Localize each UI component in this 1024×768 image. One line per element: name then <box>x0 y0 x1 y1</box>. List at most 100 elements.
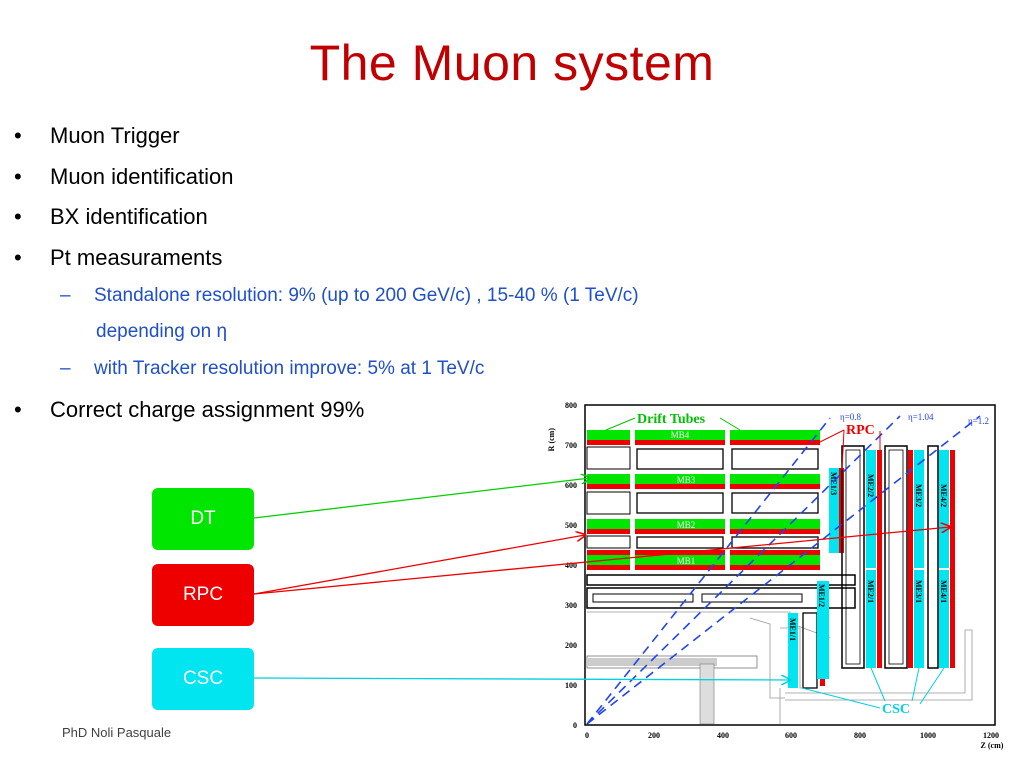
y-tick-label: 500 <box>565 521 577 530</box>
rpc-chamber <box>635 440 725 445</box>
rpc-chamber <box>730 565 820 570</box>
dt-chamber <box>587 519 630 529</box>
csc-chamber-me13 <box>829 468 839 553</box>
yoke-block <box>636 448 724 470</box>
mb2-label: MB2 <box>677 520 696 530</box>
dt-chamber <box>635 519 725 529</box>
yoke-disk <box>927 445 939 669</box>
pointer-line <box>870 667 886 702</box>
bullet-dot: • <box>14 245 22 270</box>
x-tick-label: 200 <box>648 731 660 740</box>
endcap-chamber-labels: ME1/3 ME2/2 ME3/2 ME4/2 ME1/2 ME1/1 ME2/… <box>788 472 948 641</box>
bullet-dot: • <box>14 164 22 189</box>
rpc-connector-arrow <box>253 535 585 595</box>
rpc-chamber <box>587 484 630 489</box>
muon-detector-quadrant-figure: R (cm) 800 700 600 500 400 300 200 100 0… <box>547 401 1004 750</box>
rpc-chamber <box>730 529 820 534</box>
yoke-block <box>586 535 631 549</box>
bullet-item: • Correct charge assignment 99% <box>14 397 364 423</box>
x-axis-ticks: 0 200 400 600 800 1000 1200 <box>585 731 999 740</box>
x-tick-label: 1200 <box>983 731 999 740</box>
yoke-block <box>731 492 819 514</box>
hcal-outline <box>749 617 785 699</box>
rpc-figure-label: RPC <box>846 423 875 438</box>
solenoid-outline <box>586 587 856 609</box>
slide-title: The Muon system <box>309 35 715 91</box>
mb1-label: MB1 <box>677 556 696 566</box>
rpc-chamber <box>635 565 725 570</box>
eta-line <box>586 415 981 725</box>
drift-tubes-label: Drift Tubes <box>637 412 706 427</box>
csc-chamber-me41 <box>939 570 949 668</box>
rpc-chamber <box>730 550 820 555</box>
dt-chamber <box>635 430 725 440</box>
dt-chamber <box>587 474 630 484</box>
rpc-chamber <box>635 529 725 534</box>
me12-label: ME1/2 <box>817 584 826 607</box>
csc-chamber-me42 <box>939 450 949 568</box>
y-axis-label: R (cm) <box>547 428 556 452</box>
eta-line <box>586 417 831 725</box>
yoke-block <box>636 492 724 514</box>
y-tick-label: 400 <box>565 561 577 570</box>
mb2-station: MB2 <box>587 519 820 534</box>
bullet-dot: • <box>14 123 22 148</box>
dt-chamber <box>635 474 725 484</box>
csc-chamber-me32 <box>914 450 924 568</box>
me21-label: ME2/1 <box>866 580 875 603</box>
x-tick-label: 600 <box>785 731 797 740</box>
rpc-chamber <box>730 440 820 445</box>
bullet-item: •Muon identification <box>14 164 233 190</box>
mb4-station: MB4 <box>587 430 820 445</box>
rpc-chamber <box>587 529 630 534</box>
pointer-line <box>605 417 636 431</box>
bullet-text: Correct charge assignment 99% <box>50 397 365 422</box>
drift-tubes-pointers <box>605 417 741 431</box>
rpc-pointers <box>817 429 881 471</box>
sub-bullet-continuation: depending on η <box>96 321 228 342</box>
dt-connector-arrow <box>253 478 590 519</box>
eta-12-label: η=1.2 <box>968 416 989 426</box>
dt-chamber <box>730 430 820 440</box>
bullet-item: •Pt measuraments <box>14 245 222 271</box>
dt-chamber <box>587 430 630 440</box>
x-tick-label: 400 <box>717 731 729 740</box>
yoke-disk-inner <box>845 449 861 665</box>
endcap-calorimeter <box>699 663 715 725</box>
bullet-dot: • <box>14 397 22 422</box>
csc-chamber-me22 <box>866 450 876 568</box>
csc-connector-arrow <box>253 678 790 680</box>
bullet-item: • Muon Trigger <box>14 123 180 149</box>
me41-label: ME4/1 <box>939 580 948 603</box>
coil-outline <box>586 574 856 586</box>
rpc-endcap <box>950 450 955 668</box>
solenoid-inner <box>592 593 694 603</box>
rpc-connector-arrow <box>253 527 950 595</box>
me13-label: ME1/3 <box>829 472 838 495</box>
y-axis-ticks: 800 700 600 500 400 300 200 100 0 <box>565 401 577 730</box>
me32-label: ME3/2 <box>914 484 923 507</box>
me22-label: ME2/2 <box>866 474 875 497</box>
rpc-chamber <box>587 550 630 555</box>
dt-chamber <box>730 474 820 484</box>
dt-label-box: DT <box>152 488 254 550</box>
x-tick-label: 0 <box>585 731 589 740</box>
yoke-disk-inner <box>888 449 904 665</box>
rpc-chamber <box>587 565 630 570</box>
dt-chamber <box>635 555 725 565</box>
rpc-endcap <box>877 450 882 668</box>
tracker-region <box>587 658 717 666</box>
sub-bullet-item: –with Tracker resolution improve: 5% at … <box>60 358 484 380</box>
dt-chamber <box>730 519 820 529</box>
y-tick-label: 300 <box>565 601 577 610</box>
mb3-label: MB3 <box>677 475 696 485</box>
sub-bullet-text: with Tracker resolution improve: 5% at 1… <box>94 358 485 379</box>
dt-chamber <box>730 555 820 565</box>
x-axis-label: Z (cm) <box>981 741 1004 750</box>
y-tick-label: 200 <box>565 641 577 650</box>
csc-chamber-me21 <box>866 570 876 668</box>
me31-label: ME3/1 <box>914 580 923 603</box>
footer-author: PhD Noli Pasquale <box>62 725 172 740</box>
bullet-text: Muon Trigger <box>50 123 180 148</box>
